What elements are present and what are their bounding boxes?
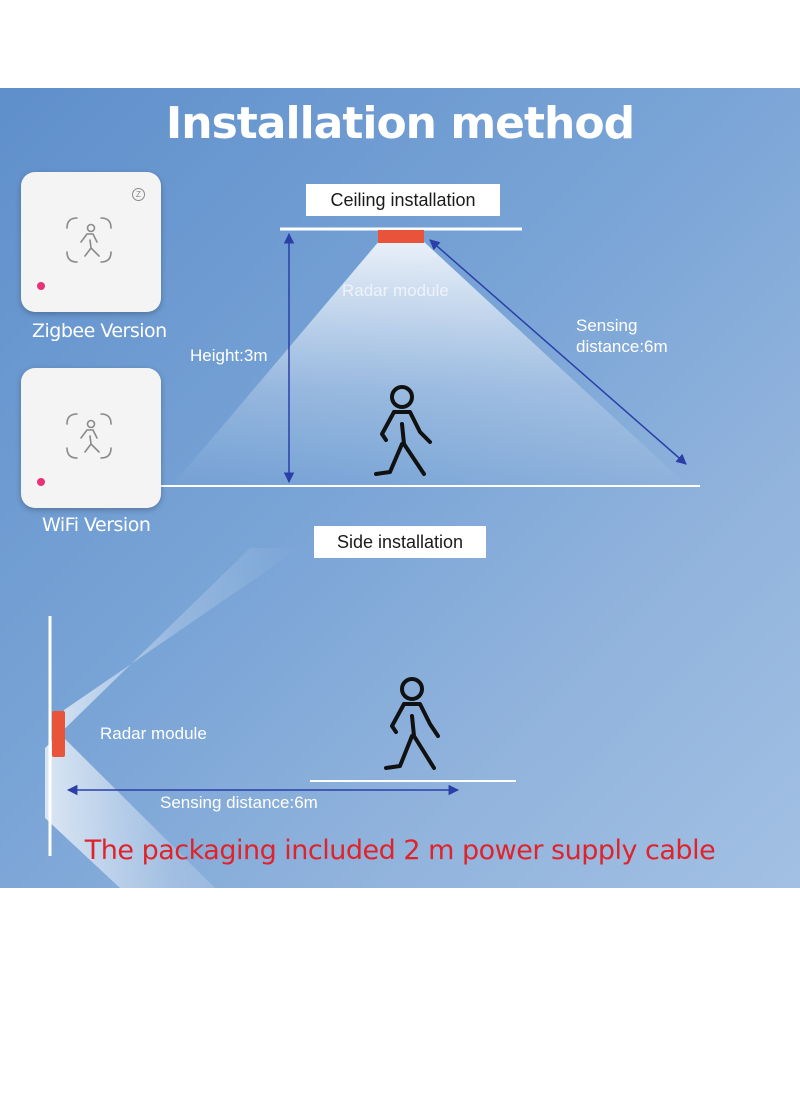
ceiling-sensing-arrow [429,239,687,465]
page-title: Installation method [165,98,635,149]
side-radar-module-label: Radar module [100,724,207,743]
power-cable-note: The packaging included 2 m power supply … [84,835,716,866]
ceiling-radar-module-label: Radar module [342,281,449,300]
installation-panel: Installation method Z Zigbee Version WiF… [0,88,800,888]
diagram-graphics [45,227,700,888]
ceiling-sensing-label-line2: distance:6m [576,337,668,356]
ceiling-sensing-label-line1: Sensing [576,316,638,335]
ceiling-radar-module [378,230,424,243]
wifi-version-label: WiFi Version [42,514,151,536]
side-installation-label: Side installation [314,526,486,558]
wifi-device-image [21,368,161,508]
walking-person-icon [374,385,432,476]
walking-person-icon [66,413,112,459]
status-led [37,478,45,486]
walking-person-icon [66,217,112,263]
status-led [37,282,45,290]
height-label: Height:3m [190,346,268,365]
walking-person-icon [384,677,440,770]
side-radar-module [52,711,65,757]
zigbee-version-label: Zigbee Version [32,320,167,342]
zigbee-logo-icon: Z [132,188,145,201]
ceiling-installation-label: Ceiling installation [306,184,500,216]
zigbee-device-image: Z [21,172,161,312]
side-beam [45,548,300,888]
side-sensing-label: Sensing distance:6m [160,793,318,812]
